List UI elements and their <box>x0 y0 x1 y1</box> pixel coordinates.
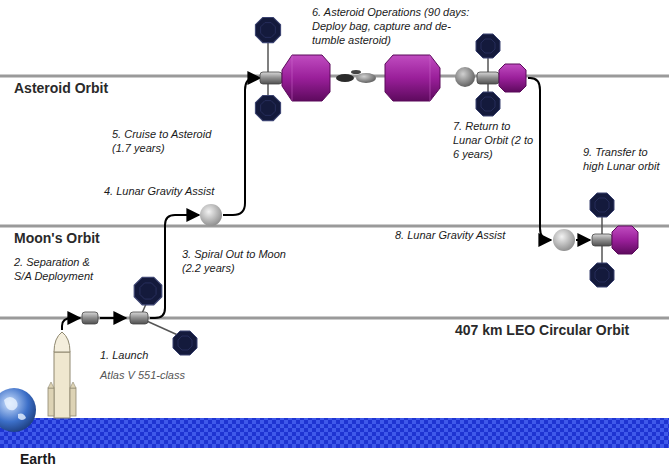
earth-clouds <box>4 397 26 420</box>
step-label: 6. Asteroid Operations (90 days: Deploy … <box>312 6 477 47</box>
orbit-name: 407 km LEO Circular Orbit <box>455 322 629 340</box>
capture-bag-closed <box>385 55 440 101</box>
step-label: 4. Lunar Gravity Assist <box>104 185 214 199</box>
launch-vehicle <box>48 332 76 418</box>
spacecraft-with-asteroid <box>455 34 526 116</box>
moon <box>200 204 222 226</box>
moon-orbit-line <box>0 225 669 228</box>
vehicle-name: Atlas V 551-class <box>100 369 185 383</box>
step-label: 5. Cruise to Asteroid (1.7 years) <box>112 128 232 156</box>
orbit-name: Asteroid Orbit <box>14 80 108 98</box>
step-label: 2. Separation & S/A Deployment <box>14 256 106 284</box>
spacecraft-high-lunar-orbit <box>590 193 638 287</box>
trajectory <box>62 78 590 330</box>
orbit-name: Moon's Orbit <box>14 230 100 248</box>
planet-name: Earth <box>20 451 56 469</box>
step-label: 8. Lunar Gravity Assist <box>395 229 505 243</box>
leo-orbit-line <box>0 317 669 320</box>
earth-globe <box>0 388 36 432</box>
step-label: 3. Spiral Out to Moon (2.2 years) <box>182 248 287 276</box>
earth-band <box>0 418 669 448</box>
spacecraft-deployed <box>130 277 197 355</box>
step-label: 1. Launch <box>100 349 148 363</box>
asteroid-orbit-line <box>0 75 669 78</box>
moon <box>553 229 575 251</box>
spacecraft-with-capture-bag <box>255 17 330 120</box>
step-label: 9. Transfer to high Lunar orbit <box>583 146 665 174</box>
spacecraft-stowed <box>82 312 98 324</box>
asteroid-detumble <box>336 70 376 83</box>
step-label: 7. Return to Lunar Orbit (2 to 6 years) <box>453 120 535 161</box>
